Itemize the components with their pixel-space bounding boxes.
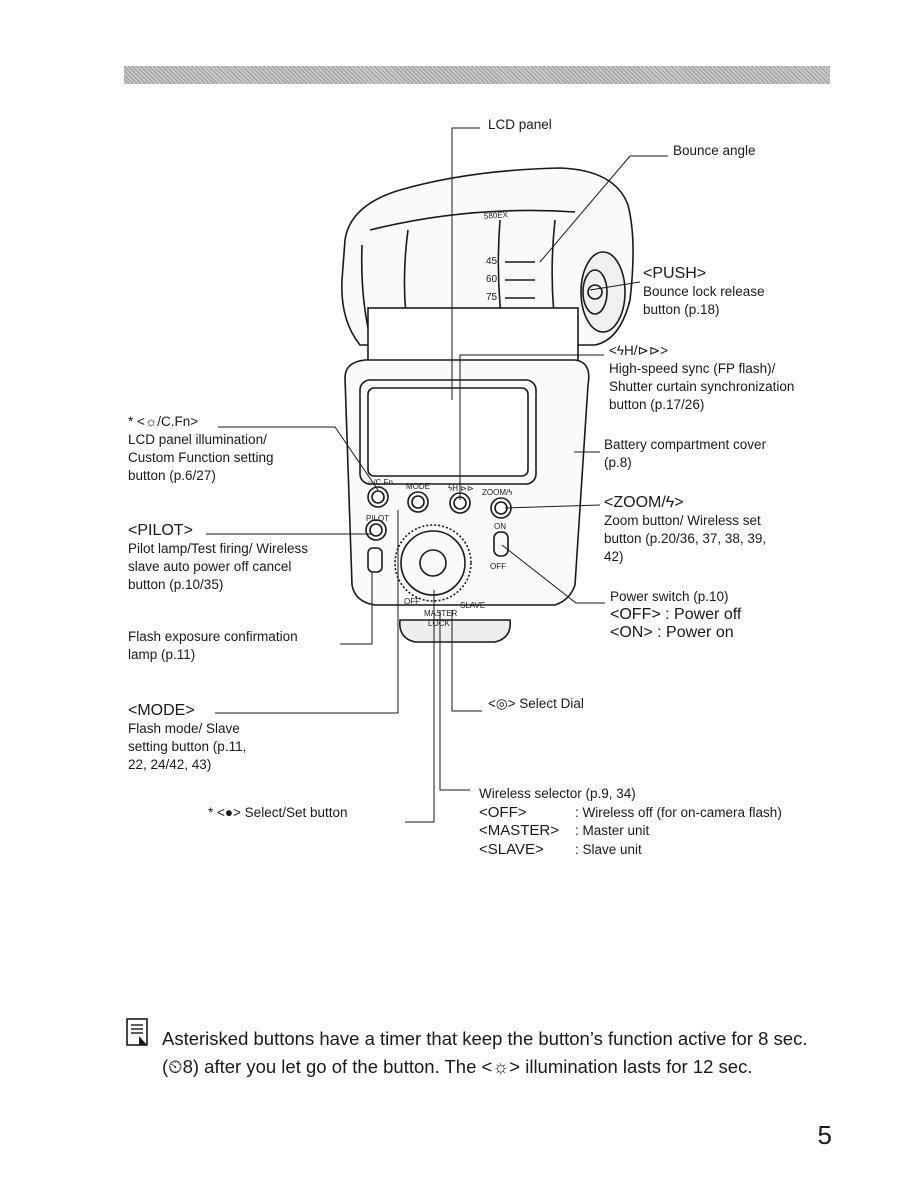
push-title: <PUSH> [643,265,707,282]
label-power-switch: Power switch (p.10) <OFF> : Power off <O… [610,588,741,642]
battery-desc-2: (p.8) [604,455,632,470]
device-btn-hss-text: ϟH ⊳⊳ [448,484,474,493]
device-angle-60: 60 [486,274,498,285]
hss-desc-3: button (p.17/26) [609,397,705,412]
label-hss: <ϟH/⊳⊳> High-speed sync (FP flash)/ Shut… [609,342,794,414]
flash-conf-1: Flash exposure confirmation [128,629,298,644]
push-desc-1: Bounce lock release [643,284,765,299]
wireless-value-off: : Wireless off (for on-camera flash) [575,804,782,820]
page-number: 5 [817,1120,832,1150]
mode-desc-2: setting button (p.11, [128,739,247,754]
zoom-desc-2: button (p.20/36, 37, 38, 39, [604,531,767,546]
illum-desc-2: Custom Function setting [128,450,274,465]
wireless-key-master: <MASTER> [479,822,560,839]
device-wireless-slave-text: SLAVE [460,601,486,610]
illum-title: * <☼/C.Fn> [128,414,199,429]
hss-desc-1: High-speed sync (FP flash)/ [609,361,776,376]
pilot-title: <PILOT> [128,522,193,539]
header-bar [124,66,830,84]
wireless-row-slave: <SLAVE> : Slave unit [479,841,782,860]
power-desc-3: <ON> : Power on [610,624,734,641]
device-lock-text: LOCK [428,619,450,628]
label-pilot: <PILOT> Pilot lamp/Test firing/ Wireless… [128,522,308,594]
label-lcd-panel: LCD panel [488,117,552,132]
illum-desc-1: LCD panel illumination/ [128,432,267,447]
power-desc-1: Power switch (p.10) [610,589,729,604]
mode-desc-1: Flash mode/ Slave [128,721,240,736]
pilot-desc-3: button (p.10/35) [128,577,224,592]
wireless-row-off: <OFF> : Wireless off (for on-camera flash… [479,804,782,823]
zoom-title: <ZOOM/ϟ> [604,494,684,511]
device-wireless-off-text: OFF [404,597,420,606]
note-text: Asterisked buttons have a timer that kee… [162,1028,808,1077]
device-switch-off-text: OFF [490,562,506,571]
wireless-row-master: <MASTER> : Master unit [479,822,782,841]
label-bounce-angle: Bounce angle [673,143,756,158]
mode-title: <MODE> [128,702,195,719]
device-model-text: 580EX [483,210,509,221]
flash-conf-2: lamp (p.11) [128,647,196,662]
wireless-key-slave: <SLAVE> [479,840,544,858]
device-angle-45: 45 [486,256,498,267]
wireless-title: Wireless selector (p.9, 34) [479,786,636,801]
device-angle-75: 75 [486,292,498,303]
label-select-set: * <●> Select/Set button [208,805,348,820]
memo-icon [126,1018,148,1046]
label-mode: <MODE> Flash mode/ Slave setting button … [128,702,246,774]
device-btn-pilot-text: PILOT [366,514,390,523]
hss-title: <ϟH/⊳⊳> [609,343,669,358]
label-select-dial: <◎> Select Dial [488,696,584,711]
device-btn-zoom-text: ZOOM/ϟ [482,488,513,497]
zoom-desc-1: Zoom button/ Wireless set [604,513,761,528]
wireless-value-master: : Master unit [575,823,650,838]
device-btn-cfn-text: ☼/C.Fn [366,478,393,487]
mode-desc-3: 22, 24/42, 43) [128,757,212,772]
label-flash-confirmation: Flash exposure confirmation lamp (p.11) [128,628,298,664]
device-btn-mode-text: MODE [406,482,430,491]
wireless-selector-table: Wireless selector (p.9, 34) <OFF> : Wirel… [479,785,782,859]
device-wireless-master-text: MASTER [424,609,458,618]
hss-desc-2: Shutter curtain synchronization [609,379,795,394]
wireless-key-off: <OFF> [479,803,527,821]
label-zoom: <ZOOM/ϟ> Zoom button/ Wireless set butto… [604,494,766,566]
illum-desc-3: button (p.6/27) [128,468,216,483]
power-desc-2: <OFF> : Power off [610,606,742,623]
label-push: <PUSH> Bounce lock release button (p.18) [643,265,765,319]
device-switch-on-text: ON [494,522,506,531]
push-desc-2: button (p.18) [643,302,720,317]
pilot-desc-2: slave auto power off cancel [128,559,292,574]
zoom-desc-3: 42) [604,549,624,564]
pilot-desc-1: Pilot lamp/Test firing/ Wireless [128,541,309,556]
label-battery: Battery compartment cover (p.8) [604,436,766,472]
label-illumination: * <☼/C.Fn> LCD panel illumination/ Custo… [128,413,274,485]
wireless-value-slave: : Slave unit [575,841,642,857]
battery-desc-1: Battery compartment cover [604,437,767,452]
